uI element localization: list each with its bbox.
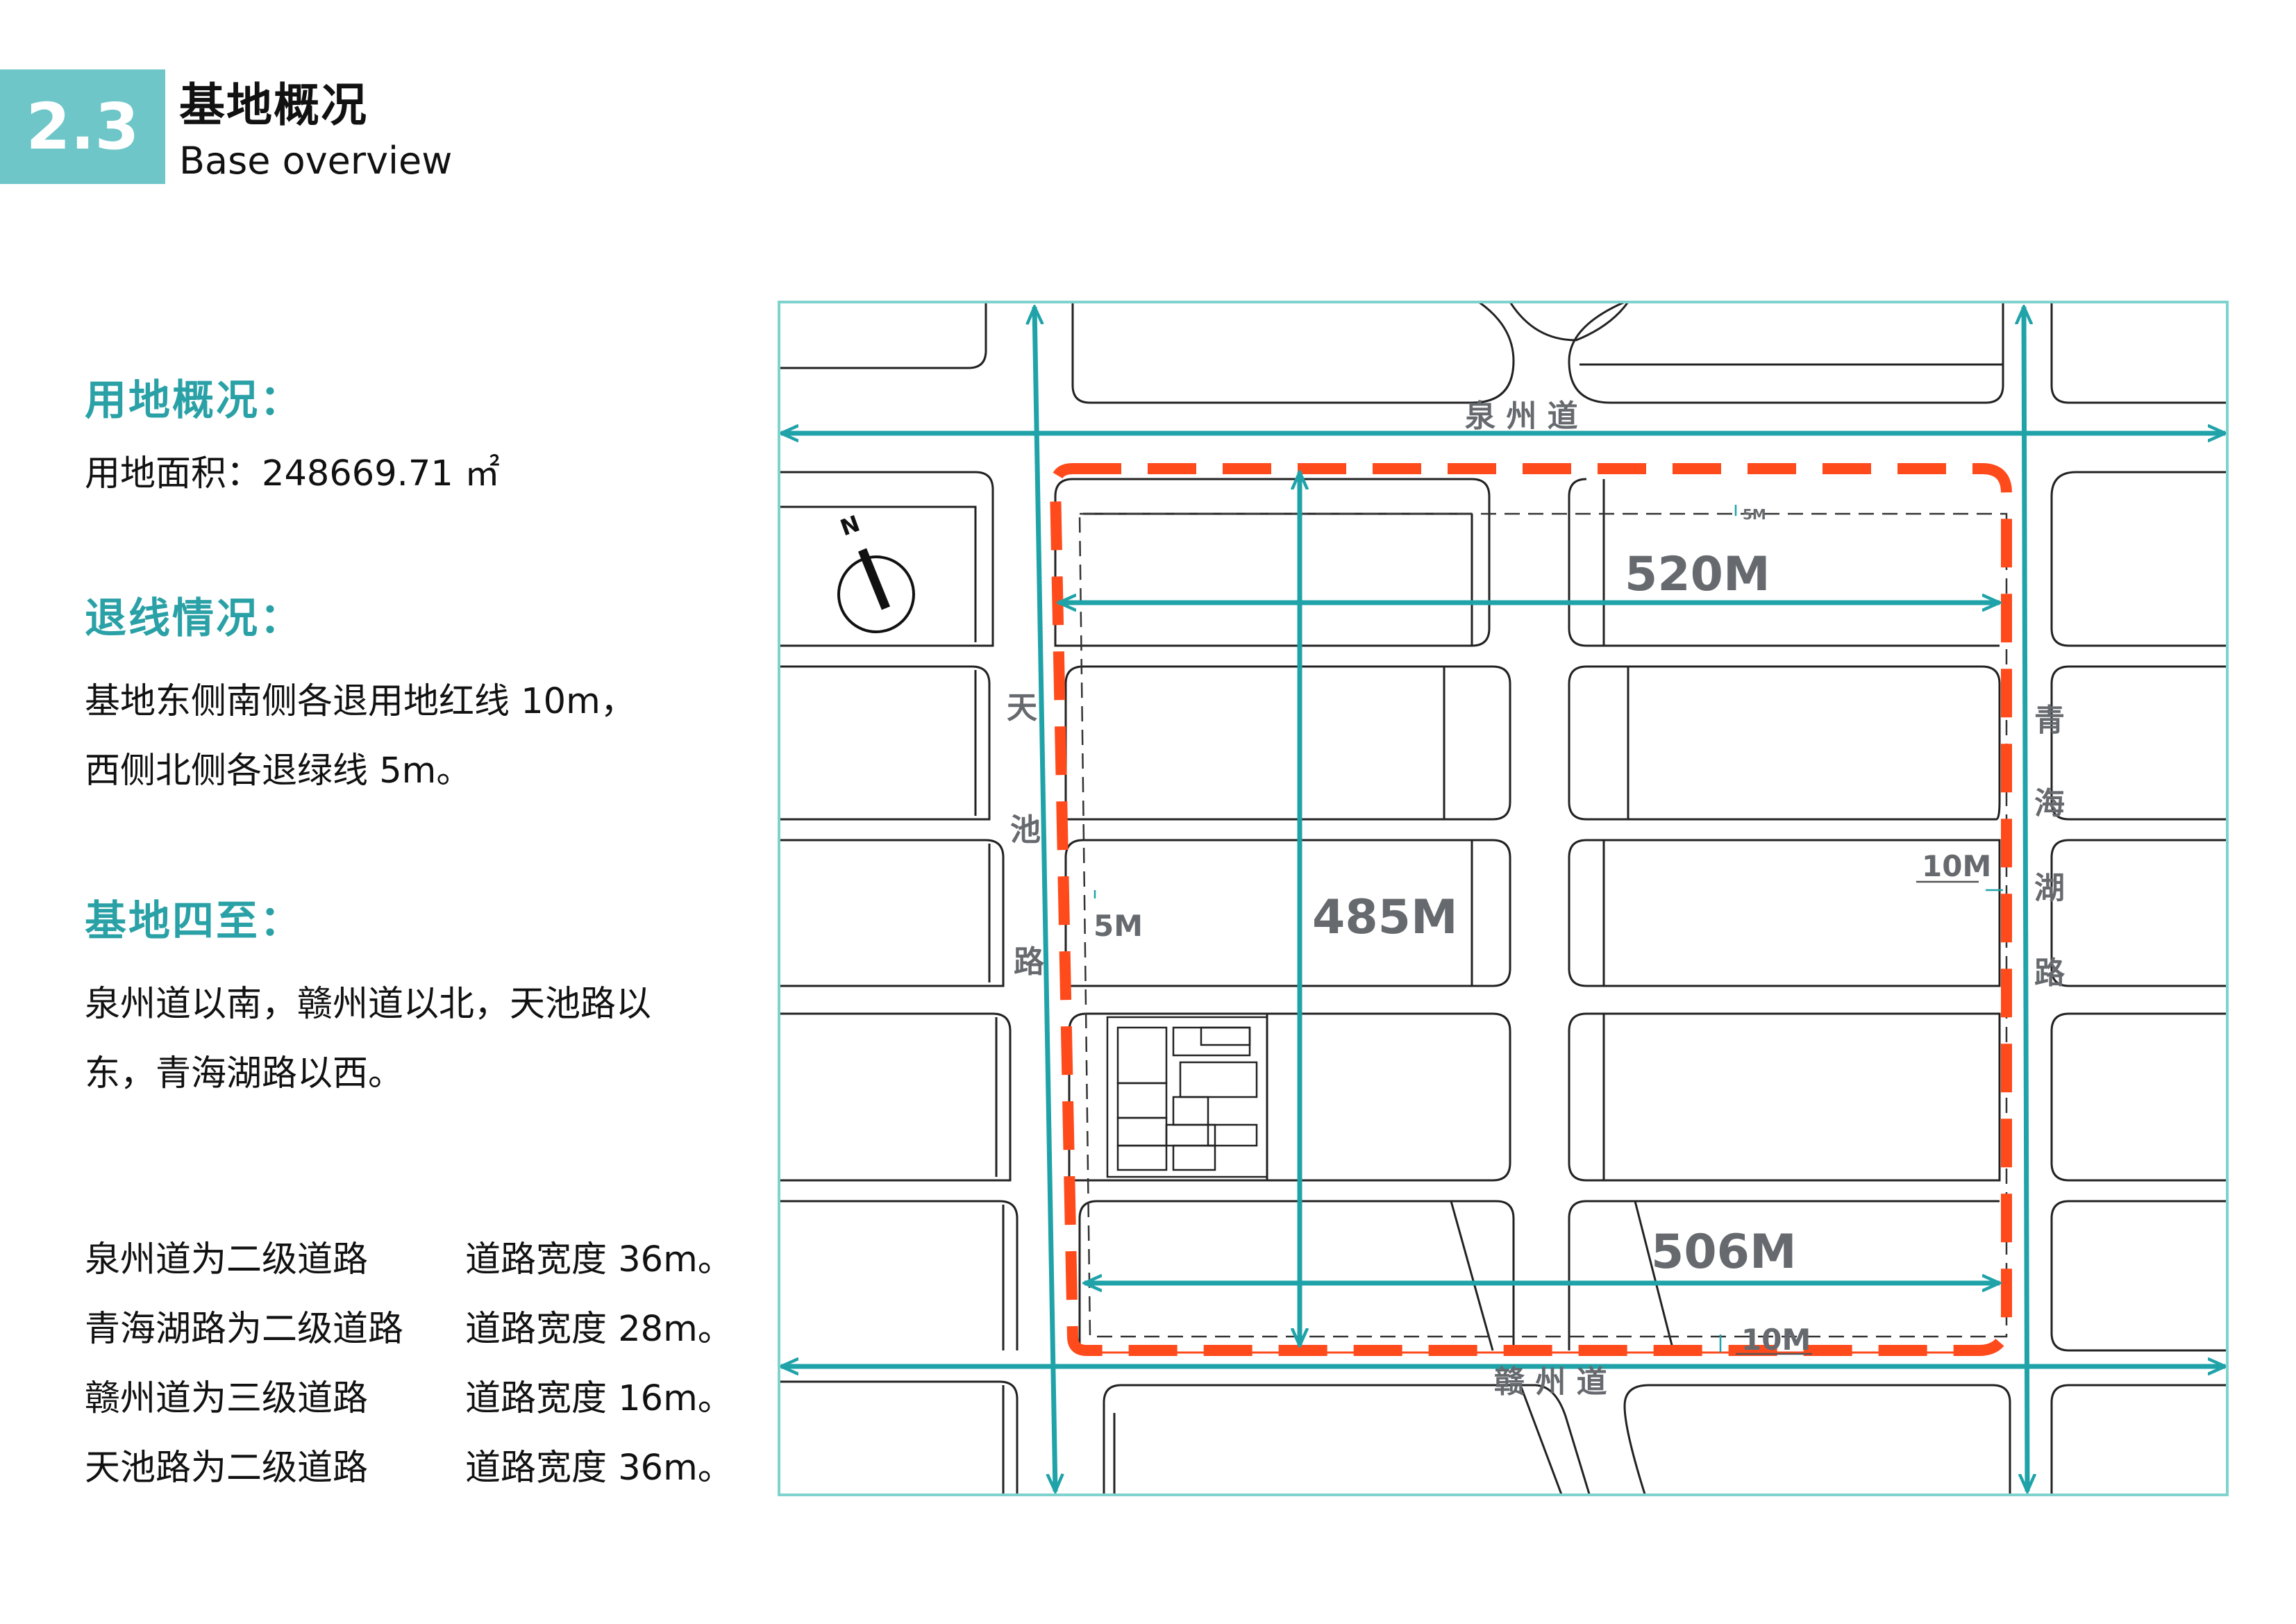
page-title: 基地概况 <box>179 78 368 132</box>
setback-markers <box>1093 505 2003 1355</box>
axis-east-road <box>2024 307 2027 1491</box>
road-width: 道路宽度 16m。 <box>465 1378 733 1419</box>
road-row: 天池路为二级道路 道路宽度 36m。 <box>85 1439 733 1490</box>
dim-label-south: 506M <box>1651 1225 1797 1280</box>
map-frame <box>778 301 2229 1496</box>
land-heading: 用地概况： <box>85 376 303 425</box>
dim-label-north: 520M <box>1625 547 1770 602</box>
road-label-west-char: 路 <box>1014 944 1045 980</box>
setback-line-2: 西侧北侧各退绿线 5m。 <box>85 751 472 792</box>
boundaries-line-1: 泉州道以南，赣州道以北，天池路以 <box>85 984 652 1025</box>
building-cluster <box>1106 1016 1268 1178</box>
setback-label-west: 5M <box>1093 909 1143 943</box>
road-width: 道路宽度 28m。 <box>465 1309 733 1350</box>
axis-west-road <box>1034 307 1055 1491</box>
street-blocks <box>778 302 2229 1496</box>
road-name: 赣州道为三级道路 <box>85 1378 369 1419</box>
road-label-west-char: 池 <box>1010 812 1041 848</box>
road-label-east-char: 路 <box>2034 955 2065 991</box>
road-label-west-char: 天 <box>1007 690 1037 726</box>
road-width: 道路宽度 36m。 <box>465 1448 733 1489</box>
road-labels: 泉 州 道 赣 州 道 天 池 路 青 海 湖 路 <box>1007 399 2065 1400</box>
setback-label-south: 10M <box>1741 1323 1811 1357</box>
setback-line-1: 基地东侧南侧各退用地红线 10m， <box>85 681 636 722</box>
dimension-labels: 520M 485M 506M 5M 5M 10M 10M <box>1093 506 1991 1357</box>
setback-line <box>1078 512 2008 1338</box>
road-label-south: 赣 州 道 <box>1494 1364 1607 1400</box>
road-row: 青海湖路为二级道路 道路宽度 28m。 <box>85 1300 733 1351</box>
north-arrow-icon: N <box>837 510 915 633</box>
road-width: 道路宽度 36m。 <box>465 1239 733 1280</box>
boundaries-heading: 基地四至： <box>85 897 303 946</box>
section-number-badge: 2.3 <box>0 69 165 184</box>
page-subtitle: Base overview <box>179 139 453 183</box>
dim-label-height: 485M <box>1312 890 1458 945</box>
road-label-north: 泉 州 道 <box>1465 399 1578 434</box>
setback-heading: 退线情况： <box>85 594 303 643</box>
road-label-east-char: 海 <box>2034 786 2065 821</box>
road-row: 赣州道为三级道路 道路宽度 16m。 <box>85 1369 733 1421</box>
site-boundary <box>1049 463 2012 1356</box>
setback-label-north: 5M <box>1743 506 1766 523</box>
land-area-text: 用地面积：248669.71 ㎡ <box>85 453 501 494</box>
road-label-east-char: 湖 <box>2034 871 2065 906</box>
road-name: 天池路为二级道路 <box>85 1448 369 1489</box>
road-name: 泉州道为二级道路 <box>85 1239 369 1280</box>
road-row: 泉州道为二级道路 道路宽度 36m。 <box>85 1230 733 1282</box>
setback-label-east: 10M <box>1922 849 1991 883</box>
north-label: N <box>837 510 863 542</box>
road-label-east-char: 青 <box>2034 703 2065 738</box>
road-axes <box>781 307 2225 1491</box>
boundaries-line-2: 东，青海湖路以西。 <box>85 1053 404 1094</box>
road-name: 青海湖路为二级道路 <box>85 1309 404 1350</box>
